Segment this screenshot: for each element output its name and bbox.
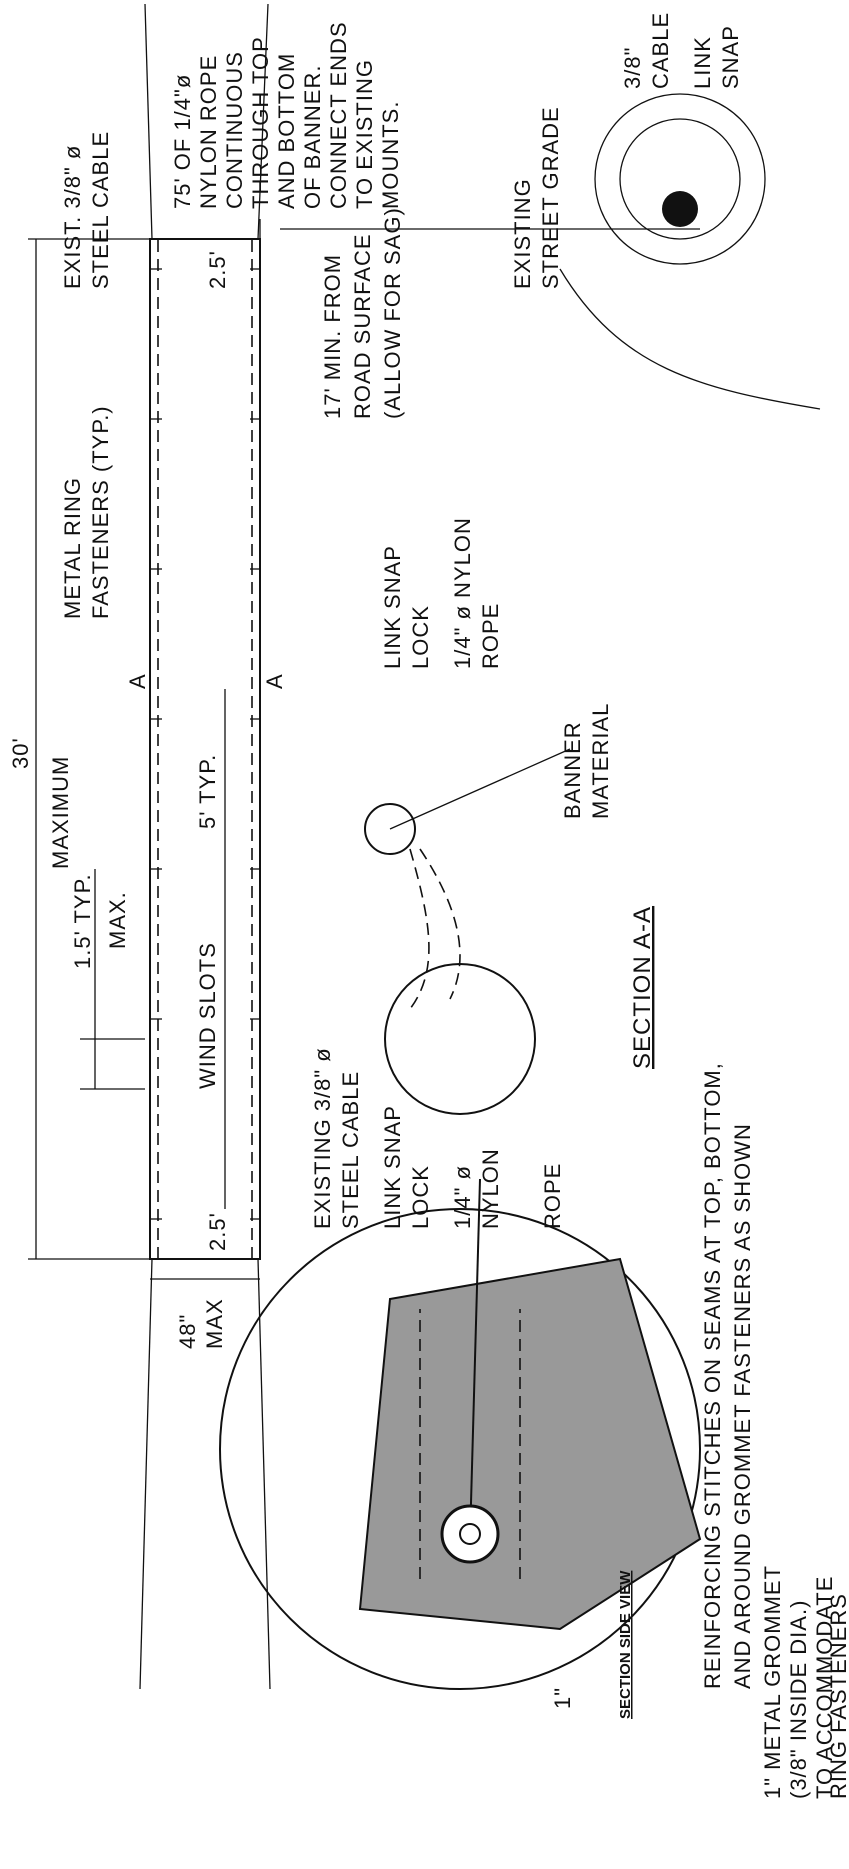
link-snap-detail-1: LINK SNAP bbox=[380, 1105, 405, 1229]
link-snap-section-2: LOCK bbox=[408, 605, 433, 669]
banner-material-1: BANNER bbox=[560, 721, 585, 819]
grommet-callout-2: (3/8" INSIDE DIA.) bbox=[786, 1600, 811, 1799]
grommet-detail-circle bbox=[219, 1208, 701, 1690]
banner-height-label: 48" bbox=[175, 1314, 200, 1349]
exist-cable-callout-2: STEEL CABLE bbox=[88, 131, 113, 289]
section-aa: LINK SNAP LOCK 1/4" ø NYLON ROPE BANNER … bbox=[364, 517, 656, 1115]
metal-ring-callout-1: METAL RING bbox=[60, 477, 85, 619]
cable-detail-right: 3/8" CABLE LINK SNAP bbox=[594, 12, 766, 265]
wind-slots-label: WIND SLOTS bbox=[195, 942, 220, 1089]
nylon-rope-section-2: ROPE bbox=[478, 603, 503, 669]
section-aa-snap-circle bbox=[384, 963, 536, 1115]
section-side-view-title: SECTION SIDE VIEW bbox=[617, 1570, 634, 1719]
fastener-spacing-max-label: MAX. bbox=[105, 891, 130, 949]
cable-section-dot bbox=[662, 191, 698, 227]
link-snap-right-callout-1: LINK bbox=[690, 36, 715, 89]
clearance-line-1: 17' MIN. FROM bbox=[320, 254, 345, 419]
section-mark-right: A bbox=[262, 673, 287, 689]
nylon-rope-callout: 75' OF 1/4"ø NYLON ROPE CONTINUOUS THROU… bbox=[170, 21, 403, 209]
link-snap-section-1: LINK SNAP bbox=[380, 545, 405, 669]
grommet-detail-dim: 1" bbox=[550, 1687, 575, 1709]
link-snap-right-callout-2: SNAP bbox=[718, 25, 743, 89]
grommet-callout-1: 1" METAL GROMMET bbox=[760, 1565, 785, 1799]
section-aa-title: SECTION A-A bbox=[629, 906, 656, 1069]
clearance-line-3: (ALLOW FOR SAG) bbox=[380, 207, 405, 419]
banner-elevation: 30' MAXIMUM 1.5' TYP. MAX. WIND SLOTS 5'… bbox=[8, 3, 700, 1690]
existing-cable-detail-1: EXISTING 3/8" ø bbox=[310, 1047, 335, 1229]
section-mark-left: A bbox=[125, 673, 150, 689]
fastener-spacing-label: 1.5' TYP. bbox=[70, 873, 95, 969]
nylon-rope-line-4: THROUGH TOP bbox=[248, 36, 273, 209]
slot-spacing-label: 5' TYP. bbox=[195, 754, 220, 829]
clearance-line-2: ROAD SURFACE bbox=[350, 233, 375, 419]
overall-length-label: 30' bbox=[8, 737, 33, 769]
nylon-detail-1: 1/4" ø bbox=[450, 1165, 475, 1229]
cable-right-callout-2: CABLE bbox=[648, 12, 673, 89]
banner-material-2: MATERIAL bbox=[588, 703, 613, 819]
banner-outline bbox=[149, 238, 261, 1260]
grommet-callout-3: TO ACCOMMODATE bbox=[812, 1576, 837, 1799]
top-cable-left bbox=[139, 1258, 153, 1690]
top-cable-right bbox=[144, 3, 153, 240]
nylon-rope-line-6: OF BANNER. bbox=[300, 65, 325, 209]
end-spacing-left-label: 2.5' bbox=[205, 1212, 230, 1251]
nylon-rope-line-1: 75' OF 1/4"ø bbox=[170, 74, 195, 209]
cable-right-callout-1: 3/8" bbox=[620, 47, 645, 89]
nylon-rope-line-3: CONTINUOUS bbox=[222, 51, 247, 209]
elevation-callouts: METAL RING FASTENERS (TYP.) EXIST. 3/8" … bbox=[60, 12, 821, 619]
street-grade-leader bbox=[559, 268, 821, 410]
bottom-cable-left bbox=[257, 1258, 271, 1690]
street-grade-callout-2: STREET GRADE bbox=[538, 106, 563, 289]
nylon-detail-2: NYLON bbox=[478, 1148, 503, 1229]
exist-cable-callout-1: EXIST. 3/8" ø bbox=[60, 145, 85, 289]
reinforcing-note-1: REINFORCING STITCHES ON SEAMS AT TOP, BO… bbox=[700, 1062, 725, 1689]
rope-detail: ROPE bbox=[540, 1163, 565, 1229]
maximum-label: MAXIMUM bbox=[48, 756, 73, 869]
reinforcing-note-2: AND AROUND GROMMET FASTENERS AS SHOWN bbox=[730, 1123, 755, 1689]
street-grade-callout-1: EXISTING bbox=[510, 178, 535, 289]
link-snap-detail-2: LOCK bbox=[408, 1165, 433, 1229]
end-spacing-right-label: 2.5' bbox=[205, 250, 230, 289]
banner-material-swatch bbox=[358, 1257, 702, 1631]
existing-cable-detail-2: STEEL CABLE bbox=[338, 1071, 363, 1229]
grommet-strap bbox=[469, 1178, 481, 1540]
metal-ring-callout-2: FASTENERS (TYP.) bbox=[88, 405, 113, 619]
bottom-cable-right bbox=[257, 3, 269, 240]
nylon-rope-line-7: CONNECT ENDS bbox=[326, 21, 351, 209]
grommet-callout-4: RING FASTENERS bbox=[826, 1593, 849, 1799]
nylon-rope-line-8: TO EXISTING bbox=[352, 59, 377, 209]
nylon-rope-line-2: NYLON ROPE bbox=[196, 55, 221, 209]
reinforcing-note: REINFORCING STITCHES ON SEAMS AT TOP, BO… bbox=[700, 1062, 755, 1689]
banner-height-max-label: MAX bbox=[202, 1298, 227, 1349]
section-side-view: 1" METAL GROMMET (3/8" INSIDE DIA.) TO A… bbox=[219, 1047, 849, 1799]
nylon-rope-line-9: MOUNTS. bbox=[378, 101, 403, 209]
section-aa-cable-circle bbox=[364, 803, 416, 855]
nylon-rope-section-1: 1/4" ø NYLON bbox=[450, 517, 475, 669]
wind-slot-marks bbox=[150, 268, 260, 1220]
nylon-rope-line-5: AND BOTTOM bbox=[274, 53, 299, 209]
